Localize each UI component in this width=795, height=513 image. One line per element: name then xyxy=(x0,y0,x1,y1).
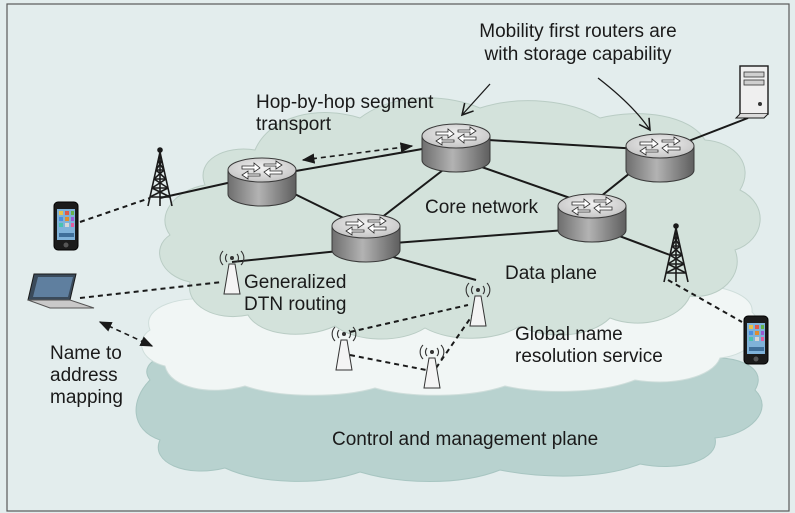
frame xyxy=(6,3,790,512)
router-icon xyxy=(421,123,491,173)
label-mobility-line1: Mobility first routers are xyxy=(479,21,676,42)
pointer-arrow-core xyxy=(460,83,491,117)
label-mobility-line2: with storage capability xyxy=(484,44,672,65)
ap-ap-link-1 xyxy=(349,304,469,333)
label-dtn-line2: DTN routing xyxy=(244,294,346,315)
smartphone-icon xyxy=(743,315,769,365)
label-name-line1: Name to xyxy=(50,343,122,364)
label-name-line3: mapping xyxy=(50,387,123,408)
link-mid-right xyxy=(367,227,593,246)
smartphone-icon xyxy=(53,201,79,251)
link-tower-left xyxy=(159,181,233,199)
ap-ap-link-3 xyxy=(435,309,477,369)
label-gnrs-line1: Global name xyxy=(515,324,623,345)
label-gnrs-line2: resolution service xyxy=(515,346,663,367)
name-mapping-arrow xyxy=(98,321,154,347)
router-icon xyxy=(625,133,695,183)
label-hop-line2: transport xyxy=(256,114,332,135)
router-icon xyxy=(331,213,401,263)
link-server xyxy=(685,117,749,143)
router-icon xyxy=(227,157,297,207)
pointer-arrow-edge xyxy=(597,77,651,132)
label-control-plane: Control and management plane xyxy=(332,429,598,450)
phone-tower-link xyxy=(79,197,151,223)
laptop-ap-link xyxy=(79,281,223,299)
ap-ap-link-2 xyxy=(349,354,427,371)
label-hop-line1: Hop-by-hop segment xyxy=(256,92,434,113)
router-icon xyxy=(557,193,627,243)
label-data-plane: Data plane xyxy=(505,263,597,284)
laptop-icon xyxy=(27,273,95,309)
label-name-line2: address xyxy=(50,365,118,386)
server-icon xyxy=(734,65,769,119)
hop-transport-arrow xyxy=(301,142,414,164)
label-dtn-line1: Generalized xyxy=(244,272,346,293)
wireless-links xyxy=(79,197,743,371)
label-core-network: Core network xyxy=(425,197,538,218)
